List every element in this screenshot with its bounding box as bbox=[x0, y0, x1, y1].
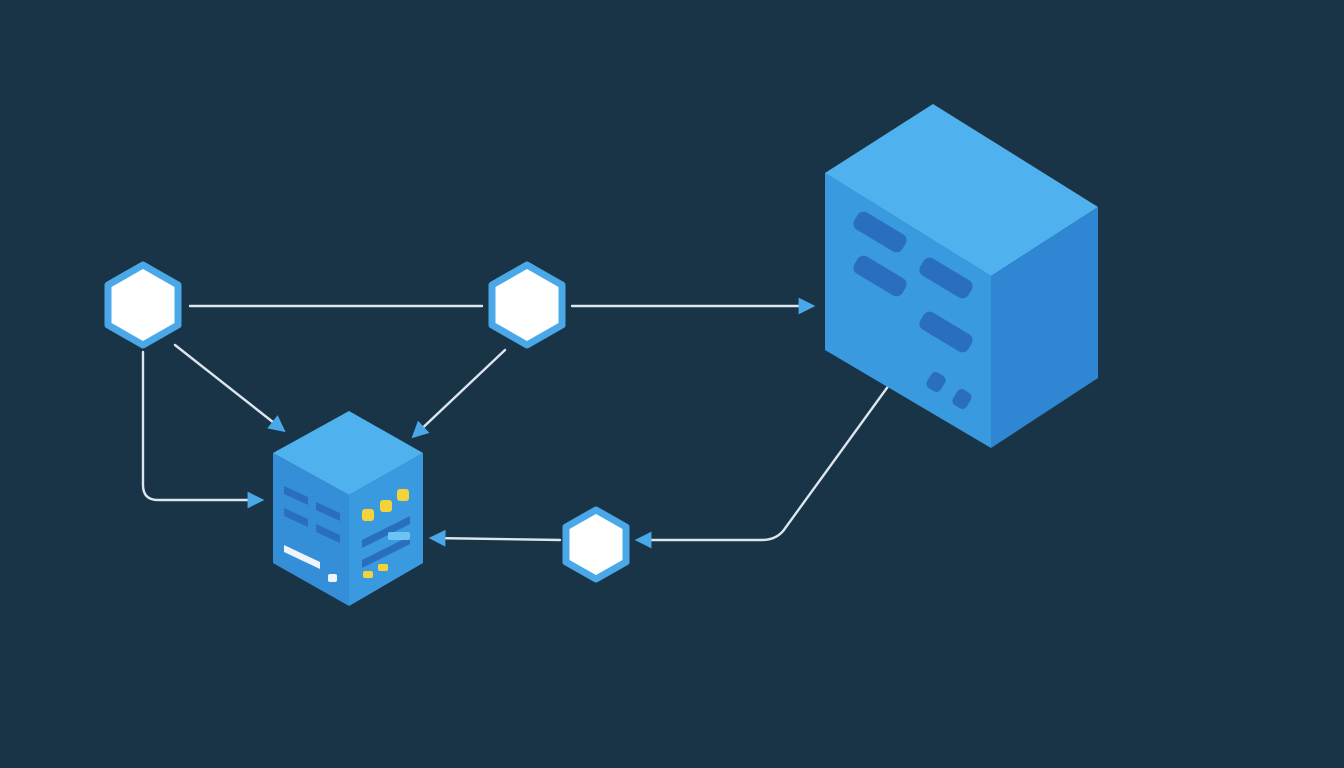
server-large-right-face bbox=[991, 207, 1098, 448]
slot bbox=[853, 255, 907, 297]
edge-left-to-small-server-elbow bbox=[141, 350, 265, 509]
edge-left-to-small-server-diagonal bbox=[173, 343, 286, 433]
slot bbox=[919, 311, 973, 353]
server-large-front-face bbox=[825, 173, 991, 448]
hexagon-node-icon bbox=[104, 261, 182, 349]
slot bbox=[284, 486, 308, 505]
server-large[interactable] bbox=[825, 104, 1098, 448]
slot bbox=[362, 536, 410, 568]
edge-center-to-small-server bbox=[411, 348, 507, 439]
indicator-yellow bbox=[380, 500, 392, 512]
server-small-slots bbox=[284, 486, 410, 568]
server-large-top-face bbox=[825, 104, 1098, 276]
indicator-yellow bbox=[362, 509, 374, 521]
indicator-yellow bbox=[363, 571, 373, 578]
slot bbox=[284, 508, 308, 527]
slot bbox=[316, 524, 340, 543]
slot bbox=[919, 257, 973, 299]
slot bbox=[362, 516, 410, 548]
indicator-yellow bbox=[397, 489, 409, 501]
slot bbox=[952, 389, 972, 409]
server-small[interactable] bbox=[273, 411, 423, 606]
edge-bottom-node-to-small-server bbox=[428, 529, 562, 547]
hexagon-node-center[interactable] bbox=[488, 261, 566, 349]
slot bbox=[316, 502, 340, 521]
hexagon-node-left[interactable] bbox=[104, 261, 182, 349]
slot bbox=[926, 372, 946, 392]
indicator-white bbox=[328, 574, 337, 582]
server-small-indicators bbox=[284, 489, 410, 582]
hexagon-node-icon bbox=[562, 506, 630, 583]
indicator-white bbox=[284, 545, 320, 569]
server-small-top-face bbox=[273, 411, 423, 495]
indicator-yellow bbox=[378, 564, 388, 571]
hexagon-node-icon bbox=[488, 261, 566, 349]
server-large-slots bbox=[853, 211, 973, 409]
slot bbox=[853, 211, 907, 253]
edge-large-server-to-bottom-node bbox=[634, 350, 915, 549]
hexagon-node-bottom[interactable] bbox=[562, 506, 630, 583]
connectors bbox=[141, 297, 915, 549]
indicator-light-blue bbox=[388, 532, 410, 540]
